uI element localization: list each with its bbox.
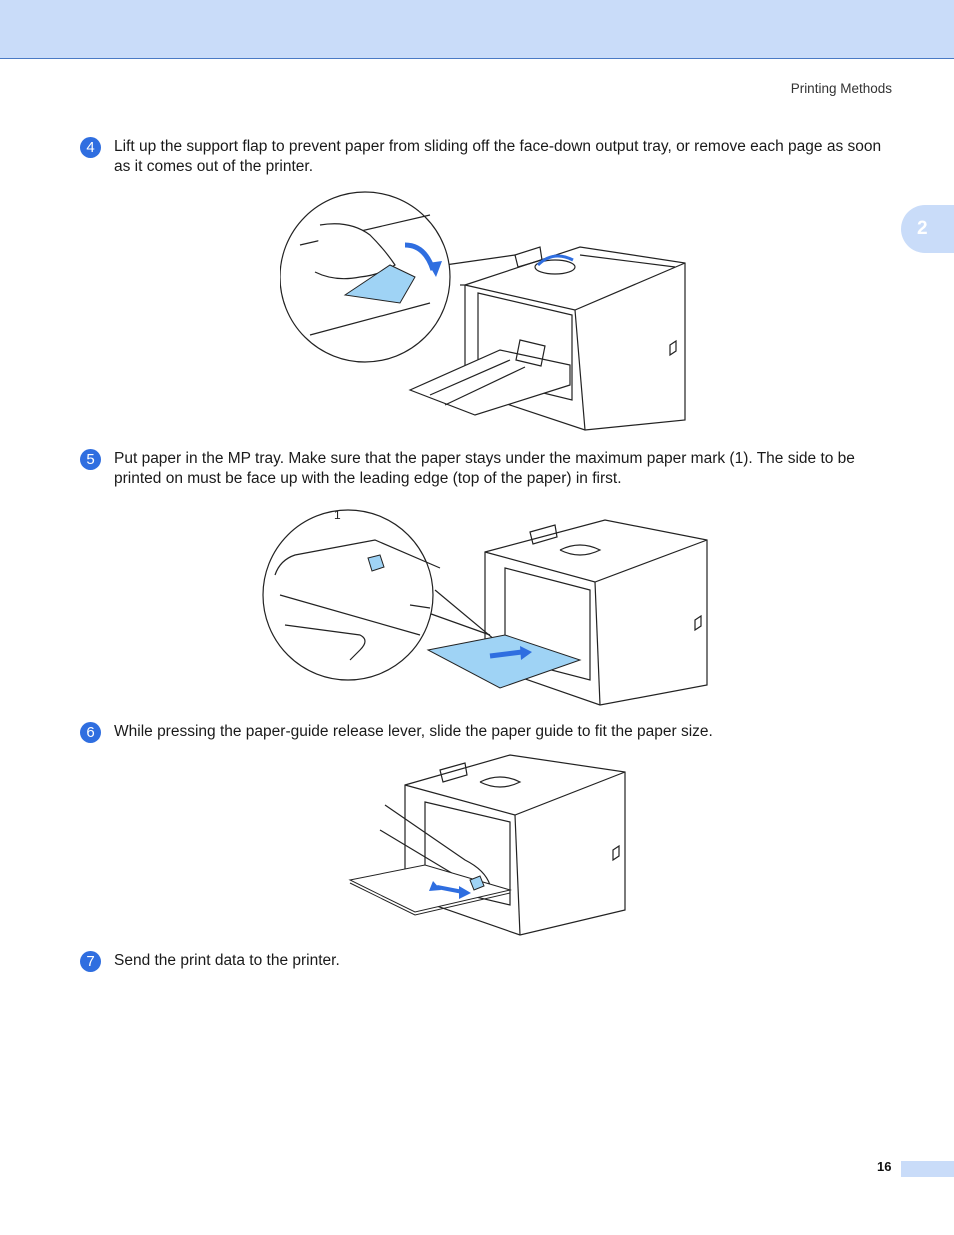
step-number-badge: 7 <box>80 951 101 972</box>
page-number-bar <box>901 1161 954 1177</box>
top-header-band <box>0 0 954 59</box>
page-number: 16 <box>877 1159 892 1174</box>
step-text: Put paper in the MP tray. Make sure that… <box>114 450 855 487</box>
step-text: Send the print data to the printer. <box>114 952 340 969</box>
figure-paper-guide <box>348 754 626 936</box>
step-text: Lift up the support flap to prevent pape… <box>114 138 882 175</box>
figure-support-flap <box>280 191 686 431</box>
step-number-badge: 5 <box>80 449 101 470</box>
chapter-tab[interactable]: 2 <box>901 205 954 253</box>
step-text: While pressing the paper-guide release l… <box>114 723 713 740</box>
chapter-tab-label: 2 <box>917 218 928 239</box>
step-number-badge: 4 <box>80 137 101 158</box>
running-header: Printing Methods <box>790 81 892 96</box>
callout-1: 1 <box>334 508 341 522</box>
step-number-badge: 6 <box>80 722 101 743</box>
figure-load-paper: 1 <box>262 508 708 706</box>
